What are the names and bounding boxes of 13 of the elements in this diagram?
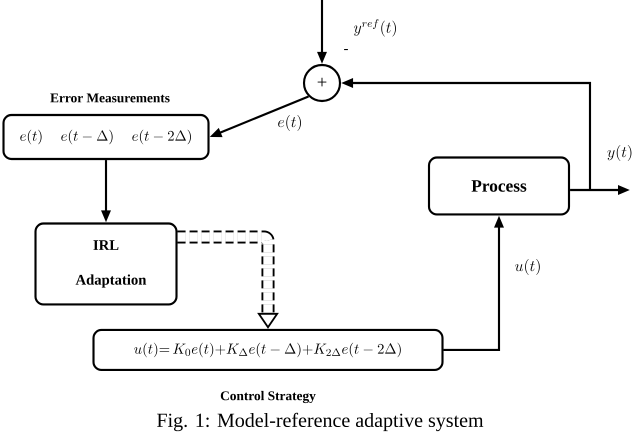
measurement-box: $e(t)$ $e(t-\Delta)$ $e(t-2\Delta)$ — [2, 114, 210, 160]
box-caption: Control Strategy — [220, 390, 316, 404]
edge-label: $u(t)$ — [515, 259, 540, 275]
edge-label: $y(t)$ — [607, 145, 632, 162]
summing-junction: + — [302, 64, 342, 102]
formula-box: $u(t){=}\,K_0e(t){+}K_{\Delta}e(t-\Delta){+}K_{2\Delta}e(t-2\Delta)$ — [92, 328, 444, 372]
process-box: IRL Adaptation — [34, 222, 178, 306]
box-heading: Error Measurements — [50, 94, 170, 102]
sign-label: - — [344, 49, 348, 50]
edge-label: $y^{ref}(t)$ — [354, 19, 396, 37]
figure-caption: Fig. 1: Model-reference adaptive system — [157, 412, 484, 432]
process-box: Process — [428, 156, 570, 216]
edge-label: $e(t)$ — [278, 115, 301, 132]
